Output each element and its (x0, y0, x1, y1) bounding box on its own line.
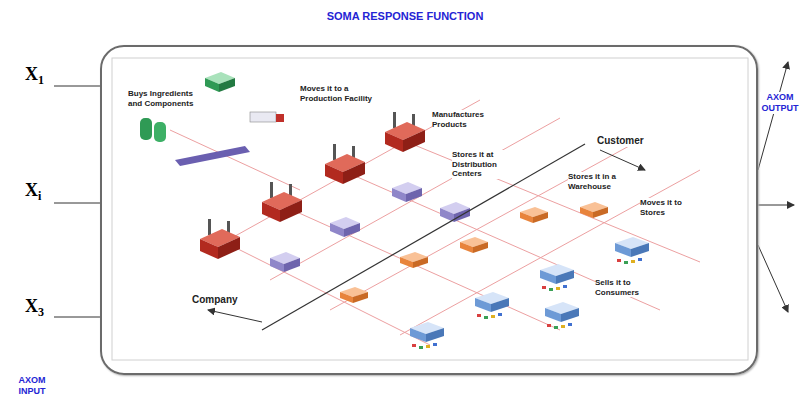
input-signal: X1 (25, 64, 44, 87)
label-holder: Moves it to a Production Facility (300, 84, 392, 103)
label-holder: Customer (597, 130, 644, 148)
label-text: Company (192, 294, 238, 306)
label-holder: Company (192, 289, 238, 307)
input-signal: Xi (25, 180, 41, 203)
label-text: AXOM OUTPUT (760, 92, 800, 114)
label-text: Sells it to Consumers (595, 278, 653, 297)
label-text: Moves it to Stores (640, 198, 686, 217)
label-text: Stores it at Distribution Centers (452, 150, 510, 179)
label-holder: AXOM INPUT (12, 375, 52, 397)
label-holder: Stores it in a Warehouse (568, 172, 628, 191)
label-holder: X3 (25, 296, 44, 319)
label-holder: AXOM OUTPUT (760, 92, 800, 114)
input-signal: X3 (25, 296, 44, 319)
label-holder: Stores it at Distribution Centers (452, 150, 510, 179)
soma-title: SOMA RESPONSE FUNCTION (327, 10, 484, 23)
label-holder: Xi (25, 180, 41, 203)
label-text: AXOM INPUT (12, 375, 52, 397)
label-holder: Buys Ingredients and Components (128, 89, 208, 108)
label-holder: Moves it to Stores (640, 198, 686, 217)
label-holder: Manufactures Products (432, 110, 494, 129)
label-text: Buys Ingredients and Components (128, 89, 208, 108)
label-holder: X1 (25, 64, 44, 87)
label-text: Moves it to a Production Facility (300, 84, 392, 103)
label-text: Customer (597, 135, 644, 147)
label-text: Stores it in a Warehouse (568, 172, 628, 191)
title-holder: SOMA RESPONSE FUNCTION (327, 10, 484, 23)
label-holder: Sells it to Consumers (595, 278, 653, 297)
label-text: Manufactures Products (432, 110, 494, 129)
